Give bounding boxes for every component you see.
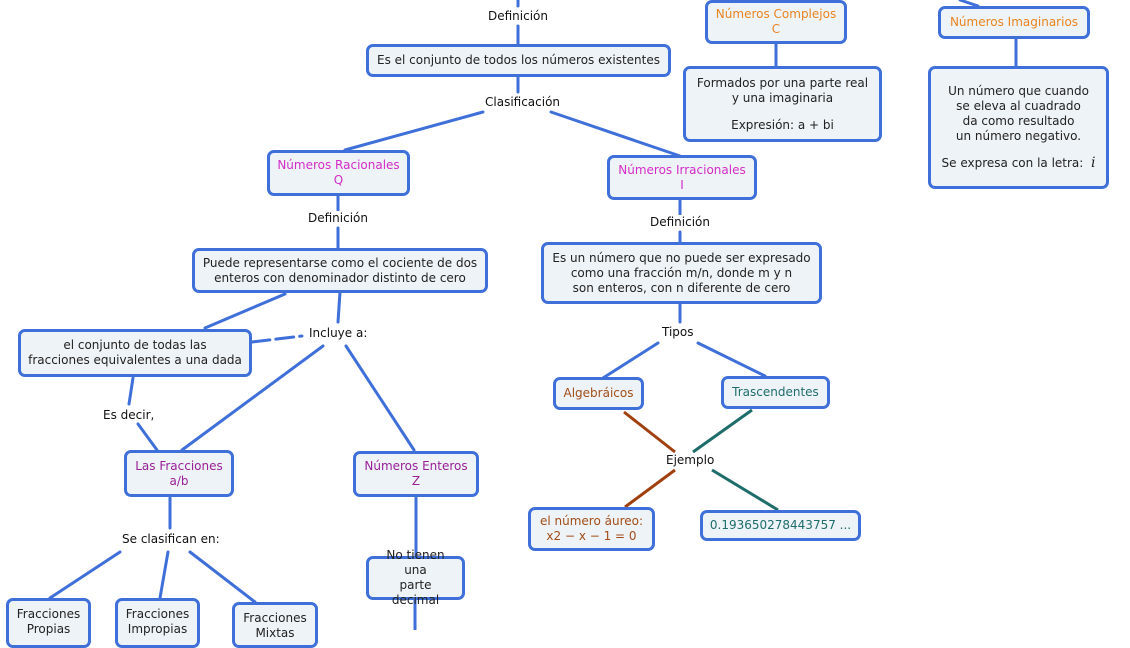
node-mixtas-line2: Mixtas [255,626,295,640]
node-irracionales-def-line2: como una fracción m/n, donde m y n [570,265,793,280]
node-trascendentes[interactable]: Trascendentes [721,376,830,409]
node-imaginarios-desc-line1: Un número que cuando [948,84,1089,98]
label-clasificacion: Clasificación [482,95,564,109]
node-fracciones[interactable]: Las Fracciones a/b [124,450,234,497]
node-propias[interactable]: Fracciones Propias [6,598,91,648]
node-complejos[interactable]: Números Complejos C [705,0,847,44]
label-definicion-racionales: Definición [305,211,371,225]
node-irracionales-def[interactable]: Es un número que no puede ser expresado … [541,242,822,304]
label-ejemplo: Ejemplo [663,453,718,467]
node-racionales-title: Números Racionales [277,158,400,172]
connector-lines [48,0,1018,630]
node-irracionales-title: Números Irracionales [618,162,746,177]
node-enteros[interactable]: Números Enteros Z [353,451,479,497]
node-mixtas[interactable]: Fracciones Mixtas [232,602,318,648]
label-tipos: Tipos [659,325,697,339]
node-imaginarios-desc-line2: se eleva al cuadrado [956,99,1081,113]
node-algebraicos[interactable]: Algebráicos [553,377,644,410]
node-algebraicos-title: Algebráicos [563,386,634,400]
node-irracionales-def-line1: Es un número que no puede ser expresado [552,250,811,265]
node-complejos-desc-line1: Formados por una parte real [696,75,869,90]
node-complejos-desc-line3: Expresión: a + bi [731,117,834,132]
node-imaginarios-desc-line5: Se expresa con la letra: i [942,156,1096,171]
node-aureo[interactable]: el número áureo: x2 − x − 1 = 0 [528,507,655,551]
node-decimal-value: 0.193650278443757 ... [709,518,852,532]
node-no-decimal[interactable]: No tienen una parte decimal [366,548,465,607]
node-racionales-def-line2: enteros con denominador distinto de cero [214,270,466,285]
node-imaginarios-desc-line4: un número negativo. [955,129,1082,143]
node-racionales-symbol: Q [333,173,344,187]
node-complejos-title: Números Complejos [715,7,837,21]
node-racionales-def-line1: Puede representarse como el cociente de … [202,255,478,270]
node-equivalentes[interactable]: el conjunto de todas las fracciones equi… [18,329,252,377]
node-imaginarios-desc-line3: da como resultado [962,114,1075,128]
node-racionales-def[interactable]: Puede representarse como el cociente de … [192,248,488,293]
node-complejos-symbol: C [771,22,781,36]
node-conjunto[interactable]: Es el conjunto de todos los números exis… [366,44,671,77]
node-complejos-desc[interactable]: Formados por una parte real y una imagin… [683,66,882,142]
label-definicion-irracionales: Definición [647,215,713,229]
node-no-decimal-line2: parte decimal [391,578,440,607]
node-aureo-line1: el número áureo: [539,514,644,528]
node-complejos-desc-line2: y una imaginaria [731,90,834,105]
node-irracionales[interactable]: Números Irracionales I [607,155,757,200]
node-no-decimal-line1: No tienen una [386,548,445,577]
label-incluye: Incluye a: [306,326,371,340]
node-propias-line1: Fracciones [16,607,81,621]
node-equivalentes-line1: el conjunto de todas las [63,338,207,352]
node-mixtas-line1: Fracciones [243,611,307,625]
node-imaginarios-desc-letter-label: Se expresa con la letra: [941,156,1084,170]
label-definicion-top: Definición [485,9,551,23]
node-equivalentes-line2: fracciones equivalentes a una dada [28,353,242,367]
node-imaginarios-desc[interactable]: Un número que cuando se eleva al cuadrad… [928,66,1109,189]
node-decimal[interactable]: 0.193650278443757 ... [700,510,861,541]
node-aureo-line2: x2 − x − 1 = 0 [546,529,637,543]
node-trascendentes-title: Trascendentes [732,385,819,399]
node-fracciones-symbol: a/b [169,473,189,488]
node-enteros-title: Números Enteros [364,459,468,473]
imaginary-unit-letter: i [1090,155,1096,171]
node-imaginarios-title: Números Imaginarios [949,15,1079,29]
label-es-decir: Es decir, [100,408,158,422]
node-irracionales-def-line3: son enteros, con n diferente de cero [572,280,791,295]
node-racionales[interactable]: Números Racionales Q [267,150,410,196]
label-se-clasifican: Se clasifican en: [119,532,223,546]
node-impropias[interactable]: Fracciones Impropias [115,598,200,648]
node-irracionales-symbol: I [680,177,684,192]
node-fracciones-title: Las Fracciones [135,458,223,473]
node-conjunto-text: Es el conjunto de todos los números exis… [376,53,660,67]
node-imaginarios[interactable]: Números Imaginarios [938,6,1090,39]
node-impropias-line1: Fracciones [125,607,190,621]
node-enteros-symbol: Z [411,474,421,488]
